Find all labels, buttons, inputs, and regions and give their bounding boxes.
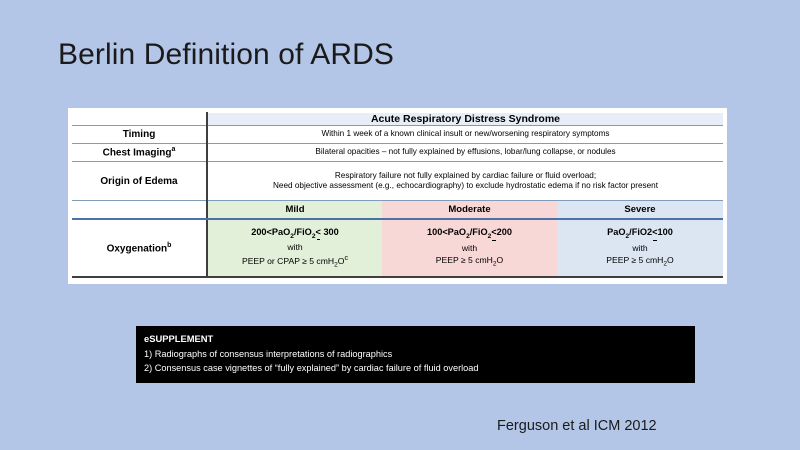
- row-label-chest-imaging-text: Chest Imaging: [102, 147, 172, 159]
- oxygenation-cell-mild: 200<PaO2/FiO2< 300 with PEEP or CPAP ≥ 5…: [207, 218, 382, 278]
- row-label-chest-imaging: Chest Imaginga: [72, 143, 208, 162]
- esupplement-heading: eSUPPLEMENT: [144, 333, 214, 344]
- table-row-origin-of-edema: Origin of Edema Respiratory failure not …: [72, 161, 723, 201]
- with-label-mild: with: [287, 241, 303, 252]
- syndrome-title-cell: Acute Respiratory Distress Syndrome: [207, 112, 723, 126]
- peep-moderate-prefix: PEEP ≥ 5 cmH: [435, 255, 493, 266]
- peep-severe-suffix: O: [667, 255, 674, 266]
- esupplement-item-1: 1) Radiographs of consensus interpretati…: [144, 348, 393, 359]
- peep-moderate-sub: 2: [492, 261, 497, 268]
- ratio-severe-operator: <: [652, 226, 658, 242]
- peep-mild-suffix: O: [337, 256, 345, 267]
- berlin-criteria-table: Acute Respiratory Distress Syndrome Timi…: [72, 112, 723, 278]
- oxygenation-cell-severe: PaO2/FiO2<100 with PEEP ≥ 5 cmH2O: [557, 218, 723, 278]
- footnote-marker-a: a: [171, 146, 176, 154]
- ratio-mild-mid: /FiO: [293, 226, 312, 237]
- peep-severe: PEEP ≥ 5 cmH2O: [557, 254, 723, 269]
- ratio-moderate-operator: <: [491, 226, 497, 242]
- row-value-chest-imaging: Bilateral opacities – not fully explaine…: [207, 143, 723, 162]
- ratio-severe-mid: /FiO2: [629, 227, 653, 238]
- ratio-moderate-mid: /FiO: [469, 227, 488, 238]
- row-label-oxygenation: Oxygenationb: [72, 218, 208, 278]
- peep-moderate-suffix: O: [496, 255, 504, 266]
- table-row-oxygenation: Oxygenationb 200<PaO2/FiO2< 300 with PEE…: [72, 218, 723, 278]
- peep-mild: PEEP or CPAP ≥ 5 cmH2Oc: [208, 253, 382, 270]
- row-label-origin-of-edema: Origin of Edema: [72, 161, 208, 201]
- ratio-severe: PaO2/FiO2<100: [557, 226, 723, 242]
- with-label-moderate: with: [461, 242, 478, 253]
- table-row-chest-imaging: Chest Imaginga Bilateral opacities – not…: [72, 143, 723, 162]
- oxygenation-cell-moderate: 100<PaO2/FiO2<200 with PEEP ≥ 5 cmH2O: [382, 218, 557, 278]
- severity-header-severe: Severe: [557, 200, 723, 220]
- citation: Ferguson et al ICM 2012: [497, 418, 657, 434]
- origin-line-2: Need objective assessment (e.g., echocar…: [272, 181, 658, 190]
- peep-mild-prefix: PEEP or CPAP ≥ 5 cmH: [241, 256, 335, 267]
- origin-line-1: Respiratory failure not fully explained …: [334, 170, 597, 180]
- esupplement-box: eSUPPLEMENT 1) Radiographs of consensus …: [136, 326, 695, 384]
- severity-blank-cell: [72, 200, 208, 220]
- footnote-marker-c: c: [344, 254, 349, 263]
- table-header-row: Acute Respiratory Distress Syndrome: [72, 112, 723, 126]
- ratio-moderate-suffix: 200: [496, 227, 513, 238]
- peep-moderate: PEEP ≥ 5 cmH2O: [382, 254, 557, 269]
- footnote-marker-b: b: [167, 241, 172, 249]
- row-label-timing: Timing: [72, 125, 208, 144]
- row-label-oxygenation-text: Oxygenation: [106, 243, 168, 255]
- peep-mild-sub: 2: [334, 261, 338, 269]
- ratio-mild-sub1: 2: [290, 232, 294, 240]
- header-blank-cell: [72, 112, 208, 126]
- row-value-timing: Within 1 week of a known clinical insult…: [207, 125, 723, 144]
- ratio-moderate-sub2: 2: [487, 233, 492, 241]
- table-row-timing: Timing Within 1 week of a known clinical…: [72, 125, 723, 144]
- ratio-mild-operator: <: [316, 226, 321, 241]
- severity-header-moderate: Moderate: [382, 200, 557, 220]
- ratio-mild-prefix: 200<PaO: [251, 226, 291, 237]
- ratio-moderate-prefix: 100<PaO: [426, 227, 467, 238]
- ratio-moderate-sub1: 2: [466, 233, 470, 241]
- ards-definition-table: Acute Respiratory Distress Syndrome Timi…: [68, 108, 727, 284]
- page-title: Berlin Definition of ARDS: [58, 38, 394, 71]
- ratio-mild: 200<PaO2/FiO2< 300: [208, 226, 382, 241]
- ratio-severe-suffix: 100: [657, 227, 673, 238]
- severity-header-mild: Mild: [207, 200, 382, 220]
- with-label-severe: with: [632, 242, 648, 253]
- ratio-severe-prefix: PaO: [607, 227, 626, 238]
- peep-severe-prefix: PEEP ≥ 5 cmH: [606, 255, 664, 266]
- esupplement-item-2: 2) Consensus case vignettes of “fully ex…: [144, 362, 479, 373]
- row-value-origin-of-edema: Respiratory failure not fully explained …: [207, 161, 723, 201]
- ratio-mild-suffix: 300: [320, 226, 339, 237]
- ratio-moderate: 100<PaO2/FiO2<200: [382, 226, 557, 242]
- severity-header-row: Mild Moderate Severe: [72, 200, 723, 220]
- ratio-mild-sub2: 2: [311, 232, 316, 240]
- peep-severe-sub: 2: [663, 261, 668, 268]
- ratio-severe-sub1: 2: [625, 233, 630, 241]
